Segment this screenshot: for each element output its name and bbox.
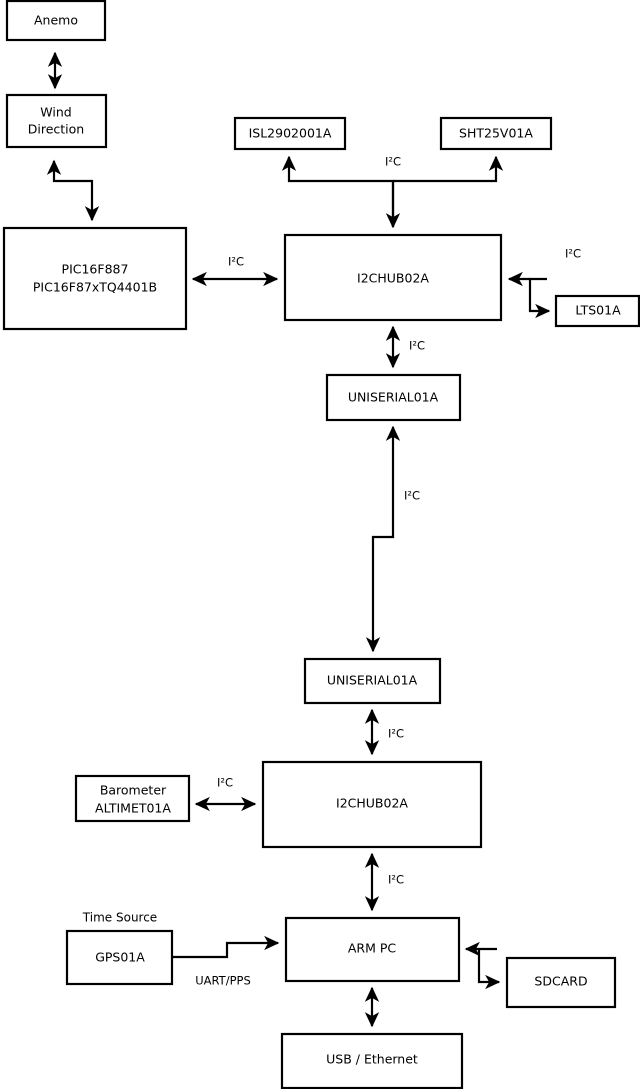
node-wind-direction-rect[interactable] [5, 93, 108, 149]
edge-label-barometer-hub: I²C [217, 776, 233, 790]
node-pic-label-line2: PIC16F87xTQ4401B [33, 280, 157, 295]
node-sdcard-rect[interactable] [505, 956, 617, 1009]
node-usb-ethernet-rect[interactable] [280, 1032, 464, 1089]
node-wind-direction[interactable]: Wind Direction [5, 93, 108, 149]
node-uniserial01a-top-label: UNISERIAL01A [348, 390, 439, 405]
node-barometer-rect[interactable] [74, 774, 191, 823]
connector-gps-armpc [172, 935, 280, 959]
node-sht25v01a-label: SHT25V01A [459, 126, 533, 141]
edge-label-isl-sht-bus: I²C [385, 155, 401, 169]
connector-hub-to-lts [528, 277, 551, 319]
node-uniserial01a-top-rect[interactable] [325, 373, 462, 422]
node-arm-pc[interactable]: ARM PC [284, 916, 461, 983]
connector-uniserial-link [365, 425, 401, 653]
node-usb-ethernet-label: USB / Ethernet [326, 1052, 418, 1067]
node-lts01a[interactable]: LTS01A [554, 294, 640, 328]
node-pic[interactable]: PIC16F887 PIC16F87xTQ4401B [2, 226, 188, 331]
node-wind-direction-label-line2: Direction [28, 122, 84, 137]
node-gps01a-label: GPS01A [95, 950, 145, 965]
node-pic-rect[interactable] [2, 226, 188, 331]
node-uniserial01a-bottom[interactable]: UNISERIAL01A [303, 657, 442, 705]
node-barometer-label-line1: Barometer [100, 783, 167, 798]
edge-label-uniserial-link: I²C [404, 489, 420, 503]
node-i2chub02a-bottom-rect[interactable] [261, 760, 483, 849]
edge-label-hub-uniserial: I²C [409, 339, 425, 353]
node-wind-direction-label-line1: Wind [40, 105, 71, 120]
node-arm-pc-rect[interactable] [284, 916, 461, 983]
node-uniserial01a-bottom-rect[interactable] [303, 657, 442, 705]
node-uniserial01a-top[interactable]: UNISERIAL01A [325, 373, 462, 422]
node-lts01a-rect[interactable] [554, 294, 640, 328]
node-i2chub02a-top-label: I2CHUB02A [357, 271, 429, 286]
node-lts01a-label: LTS01A [575, 303, 621, 318]
node-isl2902001a-rect[interactable] [233, 116, 347, 151]
node-usb-ethernet[interactable]: USB / Ethernet [280, 1032, 464, 1089]
node-barometer[interactable]: Barometer ALTIMET01A [74, 774, 191, 823]
node-sdcard-label: SDCARD [534, 974, 587, 989]
label-time-source: Time Source [82, 911, 157, 925]
node-gps01a[interactable]: GPS01A [65, 929, 174, 986]
node-i2chub02a-top[interactable]: I2CHUB02A [283, 233, 503, 322]
node-barometer-label-line2: ALTIMET01A [95, 801, 171, 816]
node-i2chub02a-top-rect[interactable] [283, 233, 503, 322]
connector-pic-wind [46, 159, 100, 222]
node-i2chub02a-bottom-label: I2CHUB02A [336, 796, 408, 811]
node-uniserial01a-bottom-label: UNISERIAL01A [327, 673, 418, 688]
edge-label-hub-armpc: I²C [388, 873, 404, 887]
node-sht25v01a[interactable]: SHT25V01A [439, 116, 553, 151]
node-isl2902001a[interactable]: ISL2902001A [233, 116, 347, 151]
node-anemo[interactable]: Anemo [5, 0, 107, 42]
connector-hub-sht [393, 155, 504, 183]
node-sht25v01a-rect[interactable] [439, 116, 553, 151]
node-arm-pc-label: ARM PC [348, 941, 397, 956]
node-gps01a-rect[interactable] [65, 929, 174, 986]
edge-label-pic-hub: I²C [228, 255, 244, 269]
node-isl2902001a-label: ISL2902001A [249, 126, 332, 141]
connector-armpc-to-sdcard [477, 947, 501, 990]
edge-label-hub-lts: I²C [565, 247, 581, 261]
connector-hub-isl [281, 155, 395, 227]
node-pic-label-line1: PIC16F887 [62, 262, 129, 277]
node-i2chub02a-bottom[interactable]: I2CHUB02A [261, 760, 483, 849]
node-anemo-rect[interactable] [5, 0, 107, 42]
edge-label-gps-armpc: UART/PPS [195, 974, 251, 988]
node-sdcard[interactable]: SDCARD [505, 956, 617, 1009]
node-anemo-label: Anemo [34, 13, 78, 28]
edge-label-uniserial-hub-bot: I²C [388, 727, 404, 741]
